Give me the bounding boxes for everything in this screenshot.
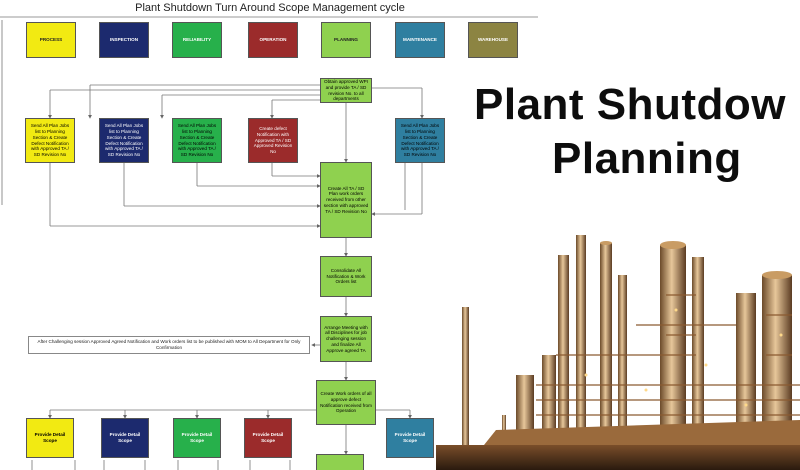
dept-process: PROCESS	[26, 22, 76, 58]
dept-inspection: INSPECTION	[99, 22, 149, 58]
step-obtain-approved: Obtain approved WPI and provide TA / SD …	[320, 78, 372, 103]
heading-line2: Planning	[552, 134, 742, 183]
dept-warehouse: WAREHOUSE	[468, 22, 518, 58]
provide-scope-operation: Provide Detail Scope	[244, 418, 292, 458]
step-process-send: Send All Plan Jobs list to Planning Sect…	[25, 118, 75, 163]
step-create-wo-defect: Create Work orders of all approve defect…	[316, 380, 376, 425]
provide-scope-process: Provide Detail Scope	[26, 418, 74, 458]
provide-scope-reliability: Provide Detail Scope	[173, 418, 221, 458]
diagram-title: Plant Shutdown Turn Around Scope Managem…	[135, 2, 405, 14]
refinery-photo	[436, 215, 800, 470]
flow-connectors	[0, 16, 538, 470]
dept-reliability: RELIABILITY	[172, 22, 222, 58]
heading-line1: Plant Shutdow	[474, 80, 787, 129]
step-arrange-meeting: Arrange Meeting with all Disciplines for…	[320, 316, 372, 362]
step-reliability-send: Send All Plan Jobs list to Planning Sect…	[172, 118, 222, 163]
challenge-session-note: After Challenging session Approved Agree…	[28, 336, 310, 354]
provide-scope-maintenance: Provide Detail Scope	[386, 418, 434, 458]
step-consolidate: Consolidate All Notification & Work Orde…	[320, 256, 372, 297]
step-maintenance-send: Send All Plan Jobs list to Planning Sect…	[395, 118, 445, 163]
step-planning-bottom	[316, 454, 364, 470]
provide-scope-inspection: Provide Detail Scope	[101, 418, 149, 458]
dept-planning: PLANNING	[321, 22, 371, 58]
step-operation-create: Create defect Notification with Approved…	[248, 118, 298, 163]
step-create-work-orders: Create All TA / SD Plan work orders rece…	[320, 162, 372, 238]
dept-maintenance: MAINTENANCE	[395, 22, 445, 58]
step-inspection-send: Send All Plan Jobs list to Planning Sect…	[99, 118, 149, 163]
dept-operation: OPERATION	[248, 22, 298, 58]
